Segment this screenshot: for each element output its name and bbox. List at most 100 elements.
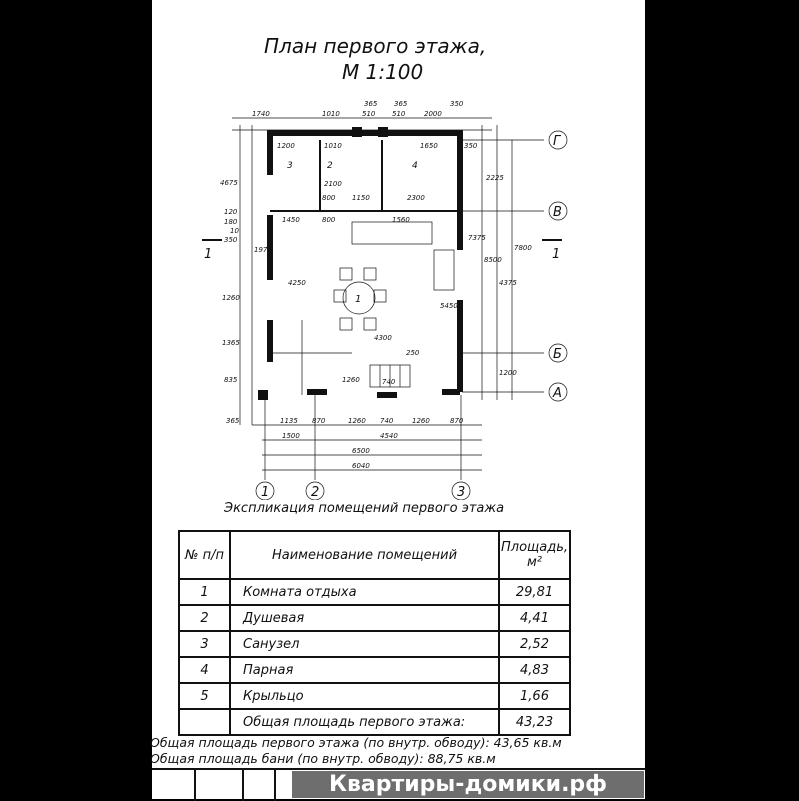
dim: 1500 [282, 432, 300, 440]
plan-scale: М 1:100 [342, 60, 424, 84]
room-number: 2 [327, 161, 333, 171]
dim: 250 [406, 349, 420, 357]
dim: 4675 [220, 179, 238, 187]
cell-area: 1,66 [498, 682, 571, 710]
dim: 870 [312, 417, 326, 425]
dim: 4300 [374, 334, 392, 342]
explication-title: Экспликация помещений первого этажа [224, 501, 505, 516]
cell-num: 1 [178, 578, 231, 606]
dim: 350 [450, 100, 464, 108]
dim: 180 [224, 218, 238, 226]
room-number: 3 [287, 161, 293, 171]
cell-num: 5 [178, 682, 231, 710]
header-num: № п/п [178, 530, 231, 580]
watermark: Квартиры-домики.рф [292, 771, 644, 798]
section-mark-right: 1 [552, 247, 560, 262]
room-number: 4 [412, 161, 418, 171]
dim: 365 [394, 100, 408, 108]
cell-name: Общая площадь первого этажа: [229, 708, 500, 736]
dim: 1200 [277, 142, 295, 150]
dim: 740 [380, 417, 394, 425]
dim: 800 [322, 216, 336, 224]
dim: 510 [392, 110, 406, 118]
dim: 365 [226, 417, 240, 425]
dim: 800 [322, 194, 336, 202]
section-mark-left: 1 [204, 247, 212, 262]
axis-label-b: Б [553, 347, 562, 362]
dim: 2300 [407, 194, 425, 202]
cell-name: Парная [229, 656, 500, 684]
dim: 5450 [440, 302, 458, 310]
dim: 6500 [352, 447, 370, 455]
dim: 4540 [380, 432, 398, 440]
dim: 1450 [282, 216, 300, 224]
dim: 1650 [420, 142, 438, 150]
table-row-total: Общая площадь первого этажа:43,23 [178, 708, 571, 736]
title-block-divider [274, 770, 276, 801]
dim: 510 [362, 110, 376, 118]
dim: 1260 [348, 417, 366, 425]
plan-title: План первого этажа, [264, 34, 487, 58]
title-block-divider [242, 770, 244, 801]
note-total-area: Общая площадь бани (по внутр. обводу): 8… [150, 751, 496, 766]
dim: 1150 [352, 194, 370, 202]
dim: 1010 [324, 142, 342, 150]
title-block [152, 768, 645, 801]
cell-area: 4,41 [498, 604, 571, 632]
dim: 1260 [342, 376, 360, 384]
dim: 120 [224, 208, 238, 216]
dim: 835 [224, 376, 238, 384]
axis-label-2: 2 [311, 485, 319, 500]
dim: 1260 [222, 294, 240, 302]
cell-num [178, 708, 231, 736]
dim: 1975 [254, 246, 272, 254]
title-block-divider [194, 770, 196, 801]
dim: 1365 [222, 339, 240, 347]
dim: 350 [224, 236, 238, 244]
dim: 6040 [352, 462, 370, 470]
dim: 365 [364, 100, 378, 108]
dim: 4375 [499, 279, 517, 287]
note-floor-area: Общая площадь первого этажа (по внутр. о… [150, 735, 562, 750]
cell-name: Душевая [229, 604, 500, 632]
dim: 10 [230, 227, 239, 235]
dim: 7800 [514, 244, 532, 252]
dim: 1560 [392, 216, 410, 224]
cell-name: Крыльцо [229, 682, 500, 710]
dim: 1010 [322, 110, 340, 118]
cell-name: Санузел [229, 630, 500, 658]
header-area: Площадь, м² [498, 530, 571, 580]
dim: 2100 [324, 180, 342, 188]
dim: 1135 [280, 417, 298, 425]
table-header: № п/п Наименование помещений Площадь, м² [178, 530, 571, 580]
explication-table: № п/п Наименование помещений Площадь, м²… [178, 530, 571, 736]
dim: 8500 [484, 256, 502, 264]
cell-area: 2,52 [498, 630, 571, 658]
header-name: Наименование помещений [229, 530, 500, 580]
room-number: 1 [355, 294, 361, 305]
cell-num: 2 [178, 604, 231, 632]
cell-area: 43,23 [498, 708, 571, 736]
cell-num: 3 [178, 630, 231, 658]
floor-plan: Г В Б А 1 2 3 1 1 1 2 3 4 1740 1010 365 … [202, 100, 568, 500]
dim: 1260 [412, 417, 430, 425]
dim: 870 [450, 417, 464, 425]
axis-label-a: А [552, 386, 562, 401]
dim: 740 [382, 378, 396, 386]
dim: 4250 [288, 279, 306, 287]
dim: 2000 [424, 110, 442, 118]
axis-label-v: В [553, 205, 562, 220]
cell-name: Комната отдыха [229, 578, 500, 606]
axis-label-3: 3 [457, 485, 465, 500]
dim: 7375 [468, 234, 486, 242]
dim: 350 [464, 142, 478, 150]
drawing-sheet: План первого этажа, М 1:100 [150, 0, 645, 801]
cell-area: 4,83 [498, 656, 571, 684]
dim: 1200 [499, 369, 517, 377]
cell-area: 29,81 [498, 578, 571, 606]
